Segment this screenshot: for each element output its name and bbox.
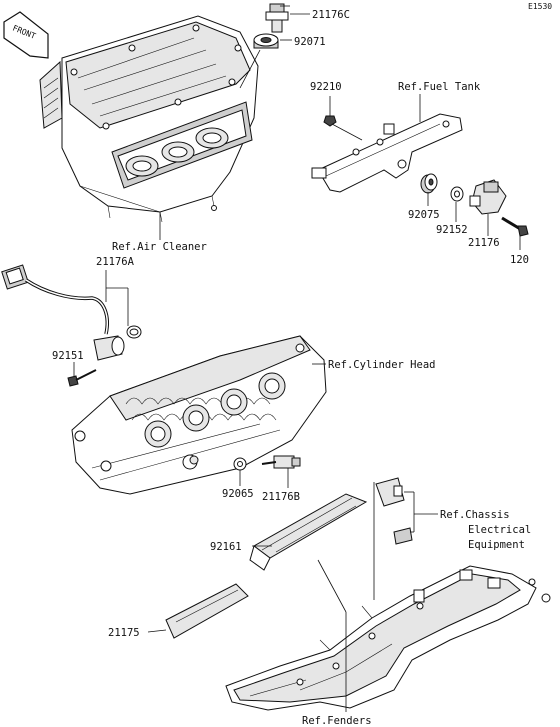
sensor-cover-21175 [165,583,249,639]
sensor-21176a [1,264,125,361]
front-arrow-icon: FRONT [3,11,49,59]
sensor-21176c [265,3,290,33]
callout-92152: 92152 [436,224,468,236]
callout-92161: 92161 [210,541,242,553]
callout-21176b: 21176B [262,491,300,503]
ref-fenders: Ref.Fenders [302,715,372,727]
bolt-92210 [323,115,337,127]
callout-92075: 92075 [408,209,440,221]
callout-21176c: 21176C [312,9,350,21]
cylinder-head [71,335,327,495]
chassis-connector [375,477,413,545]
grommet-92071 [253,33,279,49]
callout-120: 120 [510,254,529,266]
callout-92210: 92210 [310,81,342,93]
ref-cylinder-head: Ref.Cylinder Head [328,359,435,371]
fender-assembly [225,565,551,711]
ref-air-cleaner: Ref.Air Cleaner [112,241,207,253]
diagram-id: E1530 [528,2,552,11]
callout-21176: 21176 [468,237,500,249]
ref-chassis-line1: Ref.Chassis [440,509,510,521]
air-cleaner-assembly [39,15,259,223]
damper-92075 [420,173,438,194]
callout-92071: 92071 [294,36,326,48]
fuel-tank-bracket [311,113,463,193]
bolt-120 [501,216,529,237]
ref-chassis-line2: Electrical [468,524,531,536]
callout-92065: 92065 [222,488,254,500]
collar-92152 [450,186,464,202]
damper-92161 [249,493,368,571]
sensor-21176 [469,179,507,215]
callout-21175: 21175 [108,627,140,639]
o-ring [126,325,142,339]
ref-chassis-line3: Equipment [468,539,525,551]
bolt-92151 [67,369,97,387]
sensor-21176b [261,455,301,469]
callout-92151: 92151 [52,350,84,362]
washer-92065 [233,457,247,471]
callout-21176a: 21176A [96,256,135,268]
ref-fuel-tank: Ref.Fuel Tank [398,81,481,93]
